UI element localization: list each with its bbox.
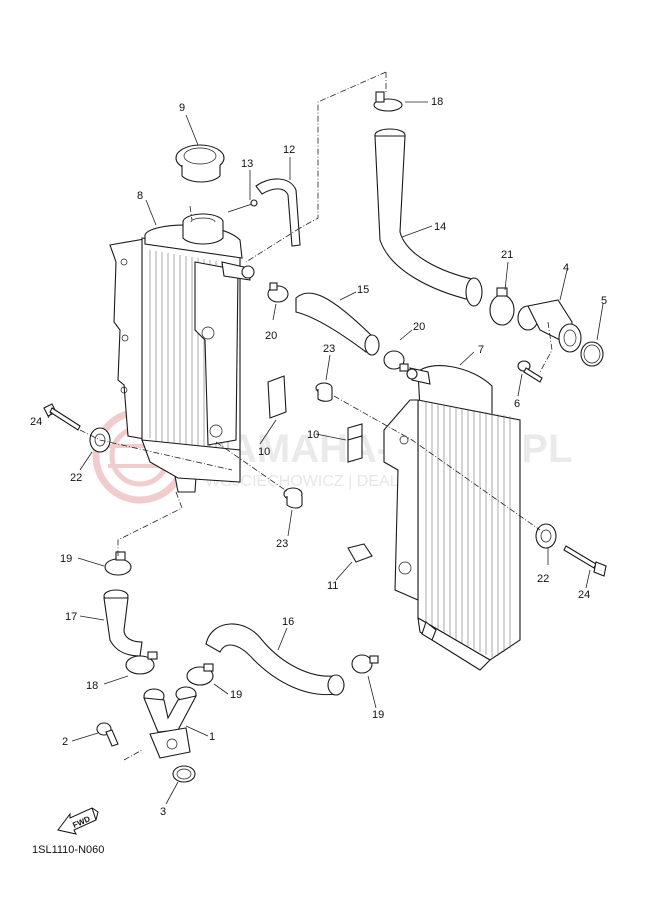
callout-23-bottom: 23 xyxy=(276,538,288,550)
hose-clamp-19-left xyxy=(104,551,132,576)
callout-13: 13 xyxy=(241,158,253,170)
callout-23-top: 23 xyxy=(323,343,335,355)
bolt-2 xyxy=(96,722,119,747)
hose-14 xyxy=(374,128,483,307)
callout-4: 4 xyxy=(563,262,569,274)
callout-1: 1 xyxy=(209,731,215,743)
hose-clamp-18-top xyxy=(373,91,403,112)
callout-19-left: 19 xyxy=(60,553,72,565)
leader-lines xyxy=(47,101,604,805)
damper-10-right xyxy=(347,423,363,463)
assembly-lines xyxy=(79,71,553,761)
callout-19-mid: 19 xyxy=(230,689,242,701)
o-ring-3 xyxy=(172,765,196,783)
callout-22-right: 22 xyxy=(537,573,549,585)
grommet-22-right xyxy=(535,523,557,549)
y-joint-pipe xyxy=(143,686,198,759)
callout-8: 8 xyxy=(137,190,143,202)
callout-6: 6 xyxy=(514,398,520,410)
o-ring-5 xyxy=(580,341,604,367)
callout-14: 14 xyxy=(434,221,446,233)
callout-24-right: 24 xyxy=(578,589,590,601)
callout-5: 5 xyxy=(601,295,607,307)
damper-10-left xyxy=(267,375,287,419)
screw-13 xyxy=(227,199,258,213)
hose-15 xyxy=(295,292,380,356)
hose-17 xyxy=(103,589,143,657)
fwd-arrow-icon: FWD xyxy=(57,807,99,835)
callout-18-bottom: 18 xyxy=(86,680,98,692)
callout-15: 15 xyxy=(357,284,369,296)
hose-clamp-20-left xyxy=(267,282,289,303)
callout-9: 9 xyxy=(179,102,185,114)
callout-12: 12 xyxy=(283,144,295,156)
callout-labels: 9 8 13 12 18 14 21 4 5 15 20 20 23 7 6 2… xyxy=(30,96,607,818)
hose-clamp-21 xyxy=(489,287,515,326)
bolt-24-right xyxy=(563,545,607,577)
water-union-fitting xyxy=(517,299,582,353)
diagram-code: 1SL1110-N060 xyxy=(32,844,104,856)
bolt-6 xyxy=(517,360,543,383)
callout-20-left: 20 xyxy=(265,330,277,342)
right-radiator xyxy=(383,365,521,671)
breather-hose xyxy=(255,178,301,247)
callout-21: 21 xyxy=(501,249,513,261)
callout-19-right: 19 xyxy=(372,709,384,721)
callout-24-left: 24 xyxy=(30,416,42,428)
callout-18-top: 18 xyxy=(431,96,443,108)
hose-clamp-19-mid xyxy=(186,663,214,686)
callout-10-left: 10 xyxy=(258,446,270,458)
callout-20-right: 20 xyxy=(413,321,425,333)
callout-2: 2 xyxy=(62,736,68,748)
callout-7: 7 xyxy=(478,344,484,356)
hose-16 xyxy=(205,623,345,696)
callout-17: 17 xyxy=(65,611,77,623)
bolt-24-left xyxy=(43,403,81,431)
callout-11: 11 xyxy=(327,580,338,592)
hose-clamp-19-right xyxy=(351,654,379,674)
collar-23-bottom xyxy=(283,487,303,509)
callout-10-right: 10 xyxy=(307,429,319,441)
hose-clamp-20-right xyxy=(383,350,409,372)
callout-3: 3 xyxy=(160,806,166,818)
collar-23-top xyxy=(315,382,333,402)
callout-16: 16 xyxy=(282,616,294,628)
left-radiator xyxy=(109,213,255,493)
callout-22-left: 22 xyxy=(70,472,82,484)
radiator-cap xyxy=(175,144,225,183)
damper-11 xyxy=(347,543,373,563)
